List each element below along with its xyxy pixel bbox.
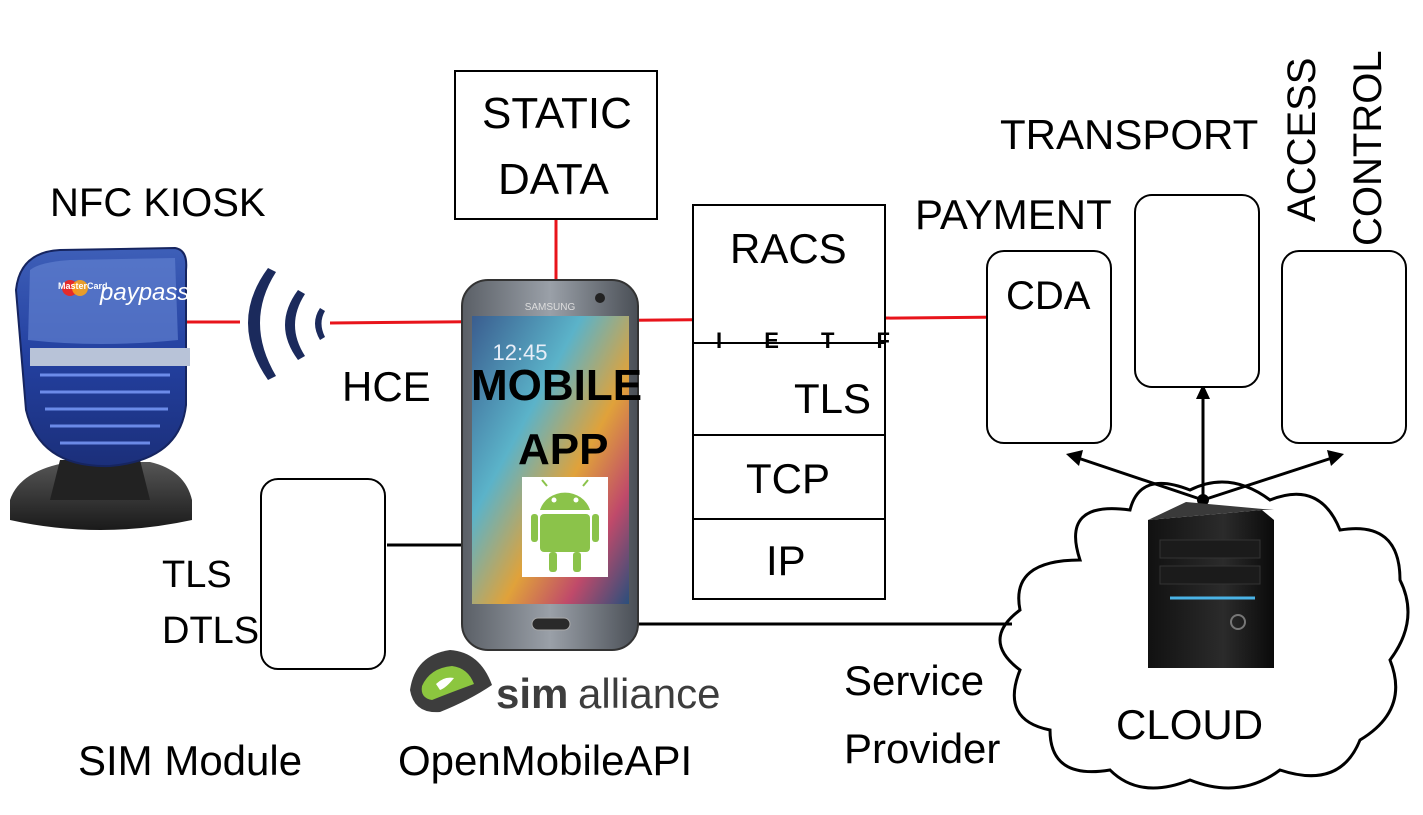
static-data-label-line2: DATA [498, 155, 609, 204]
mobile-app-label-line2: APP [518, 425, 609, 474]
arrow-heads [1066, 384, 1344, 506]
simalliance-logo [410, 650, 492, 713]
payment-card-box [986, 250, 1112, 444]
paypass-brand: paypass [99, 279, 189, 306]
nfc-kiosk-device [10, 246, 192, 530]
simalliance-alliance: alliance [578, 670, 720, 717]
hce-label: HCE [342, 363, 431, 410]
mastercard-label: MasterCard [58, 281, 108, 291]
static-data-label-line1: STATIC [482, 89, 632, 138]
phone-maker: SAMSUNG [525, 302, 576, 313]
cda-label: CDA [1006, 274, 1091, 318]
access-control-card-box [1281, 250, 1407, 444]
control-label: CONTROL [1346, 50, 1390, 246]
stack-tcp-label: TCP [746, 455, 830, 502]
server-icon [1148, 502, 1274, 668]
stack-racs-label: RACS [730, 225, 847, 272]
sim-module-box [260, 478, 386, 670]
provider-label: Provider [844, 725, 1001, 772]
cloud-label: CLOUD [1116, 701, 1264, 748]
android-icon [531, 479, 599, 572]
static-data-box [454, 70, 658, 220]
cloud-fanout-arrows [1074, 393, 1336, 502]
stack-ip-label: IP [766, 537, 806, 584]
nfc-wave-icon [248, 268, 325, 380]
tls-label: TLS [162, 554, 232, 596]
open-mobile-api-label: OpenMobileAPI [398, 737, 693, 784]
transport-label: TRANSPORT [1000, 111, 1259, 158]
cloud-icon [998, 480, 1410, 790]
phone-clock: 12:45 [492, 340, 547, 365]
stack-ietf-label: I E T F [716, 328, 908, 353]
sim-module-label: SIM Module [78, 737, 303, 784]
mobile-phone [461, 279, 639, 651]
payment-label: PAYMENT [915, 191, 1112, 238]
access-label: ACCESS [1280, 57, 1324, 223]
simalliance-sim: sim [496, 670, 568, 717]
service-label: Service [844, 657, 985, 704]
nfc-kiosk-label: NFC KIOSK [50, 181, 266, 225]
dtls-label: DTLS [162, 610, 260, 652]
transport-card-box [1134, 194, 1260, 388]
protocol-stack-box [692, 204, 886, 600]
stack-tls-label: TLS [794, 375, 872, 422]
mobile-app-label-line1: MOBILE [471, 361, 643, 410]
